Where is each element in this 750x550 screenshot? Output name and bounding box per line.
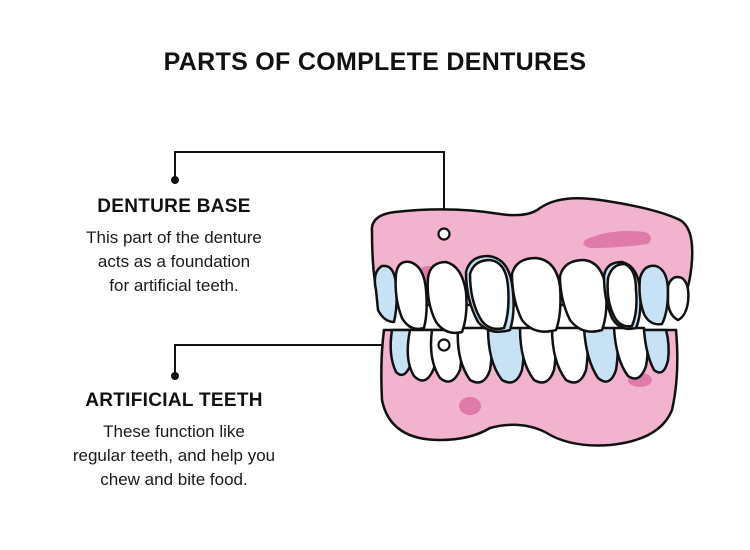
upper-tooth — [510, 256, 562, 333]
connector-dot — [437, 227, 451, 241]
artificial-teeth-desc-line: These function like — [103, 422, 245, 441]
artificial-teeth-heading: ARTIFICIAL TEETH — [85, 390, 263, 411]
connector-dot — [171, 176, 179, 184]
upper-tooth — [394, 260, 428, 331]
connector-lines — [174, 151, 445, 376]
artificial-teeth-description: These function like regular teeth, and h… — [24, 420, 324, 492]
gum-highlight — [583, 231, 651, 248]
artificial-teeth-desc-line: chew and bite food. — [100, 470, 248, 489]
connector-dot — [437, 338, 451, 352]
upper-teeth — [373, 254, 690, 335]
upper-tooth — [468, 258, 510, 331]
lower-teeth — [389, 326, 670, 384]
upper-tooth — [638, 264, 670, 326]
artificial-teeth-desc-line: regular teeth, and help you — [72, 446, 276, 465]
upper-tooth — [426, 260, 468, 335]
gum-highlight — [459, 397, 481, 415]
upper-tooth — [666, 275, 690, 322]
denture-base-desc-line: acts as a foundation — [97, 252, 251, 271]
denture-base-leader-line — [174, 151, 445, 228]
denture-base-heading: DENTURE BASE — [97, 196, 251, 217]
upper-tooth — [373, 264, 398, 324]
connector-dot — [171, 372, 179, 380]
artificial-teeth-leader-line — [174, 344, 440, 376]
lower-tooth — [642, 328, 670, 374]
denture-base-desc-line: This part of the denture — [86, 228, 262, 247]
page-title: PARTS OF COMPLETE DENTURES — [163, 48, 587, 76]
artificial-teeth-callout: ARTIFICIAL TEETH These function like reg… — [24, 390, 324, 492]
denture-base-description: This part of the denture acts as a found… — [24, 226, 324, 298]
denture-base-desc-line: for artificial teeth. — [109, 276, 239, 295]
upper-tooth — [558, 258, 608, 333]
denture-base-callout: DENTURE BASE This part of the denture ac… — [24, 196, 324, 298]
upper-tooth — [606, 262, 638, 328]
